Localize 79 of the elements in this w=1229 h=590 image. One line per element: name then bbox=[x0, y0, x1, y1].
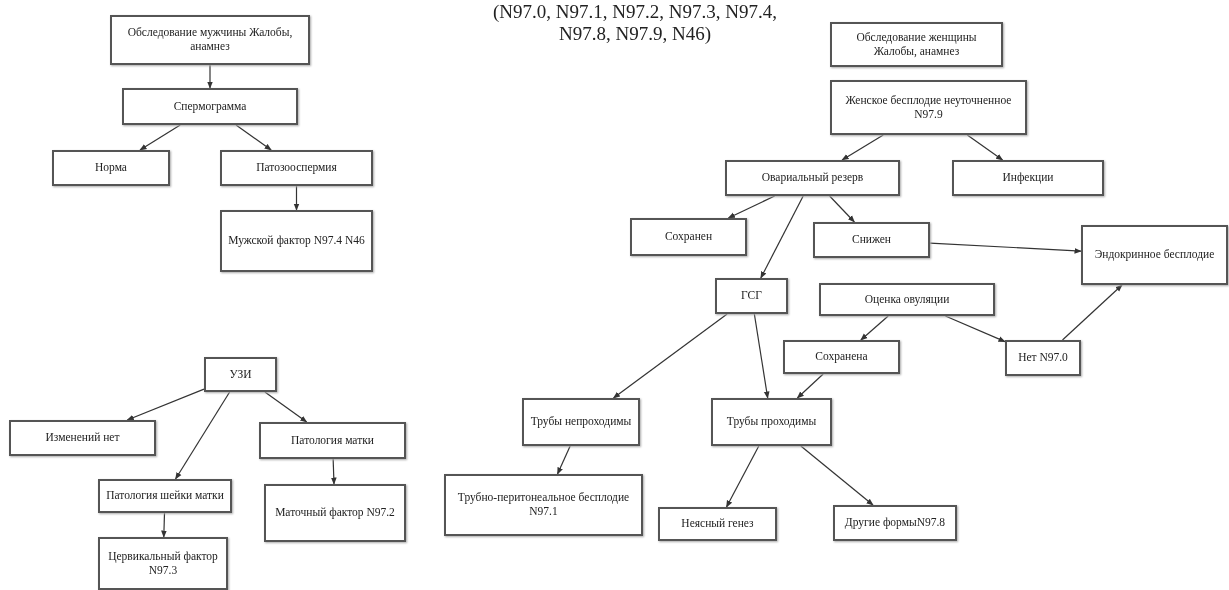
process-box bbox=[819, 283, 995, 316]
node-text: Маточный фактор N97.2 bbox=[275, 506, 395, 520]
node-text: Патология матки bbox=[291, 433, 374, 448]
arrow bbox=[612, 313, 728, 399]
node-text: ГСГ bbox=[741, 289, 762, 303]
process-box bbox=[204, 357, 277, 392]
process-box bbox=[830, 22, 1003, 67]
process-box bbox=[98, 479, 232, 513]
node-text: Цервикальный фактор N97.3 bbox=[107, 549, 219, 578]
process-box bbox=[522, 398, 640, 446]
node-text: УЗИ bbox=[229, 367, 252, 382]
node-text: Трубно-перитонеальное бесплодие N97.1 bbox=[456, 491, 631, 519]
arrow bbox=[796, 373, 824, 399]
process-box bbox=[1081, 225, 1228, 285]
process-box bbox=[813, 222, 930, 258]
node-text: Овариальный резерв bbox=[761, 171, 864, 185]
node-text: Трубы проходимы bbox=[726, 415, 817, 429]
arrow bbox=[235, 124, 272, 151]
node-text: Неясный генез bbox=[681, 517, 754, 531]
node-text: Снижен bbox=[851, 233, 891, 247]
process-box bbox=[725, 160, 900, 196]
process-box bbox=[264, 484, 406, 542]
arrow bbox=[929, 242, 1082, 254]
process-box bbox=[110, 15, 310, 65]
process-box bbox=[52, 150, 170, 186]
node-text: Обследование женщины Жалобы, анамнез bbox=[855, 30, 978, 59]
arrow bbox=[174, 391, 231, 480]
node-text: Патозооспермия bbox=[256, 161, 337, 175]
process-box bbox=[220, 210, 373, 272]
process-box bbox=[833, 505, 957, 541]
arrow bbox=[293, 185, 300, 211]
arrow bbox=[727, 195, 776, 219]
node-text: Эндокринное бесплодие bbox=[1094, 248, 1215, 262]
arrow bbox=[944, 315, 1006, 343]
arrow bbox=[264, 391, 308, 423]
node-text: Обследование мужчины Жалобы, анамнез bbox=[126, 26, 294, 54]
process-box bbox=[711, 398, 832, 446]
arrow bbox=[800, 445, 874, 506]
note-text: (N97.0, N97.1, N97.2, N97.3, N97.4, N97.8, N97.9, N46) bbox=[492, 1, 778, 45]
process-box bbox=[1005, 340, 1081, 376]
process-box bbox=[952, 160, 1104, 196]
arrow bbox=[330, 458, 337, 485]
process-box bbox=[630, 218, 747, 256]
node-text: Нет N97.0 bbox=[1018, 351, 1068, 365]
node-text: Трубы непроходимы bbox=[530, 415, 632, 429]
node-text: Сохранен bbox=[664, 230, 713, 244]
node-text: Инфекции bbox=[1002, 171, 1054, 185]
arrow bbox=[1061, 284, 1123, 341]
process-box bbox=[830, 80, 1027, 135]
arrow bbox=[126, 388, 205, 421]
node-text: Сохранена bbox=[815, 350, 868, 364]
arrow bbox=[207, 64, 213, 89]
arrow bbox=[760, 195, 804, 279]
node-text: Женское бесплодие неуточненное N97.9 bbox=[844, 93, 1013, 122]
node-text: Норма bbox=[95, 161, 127, 175]
node-text: Оценка овуляции bbox=[864, 292, 950, 307]
process-box bbox=[98, 537, 228, 590]
process-box bbox=[259, 422, 406, 459]
arrow bbox=[161, 512, 167, 538]
arrow bbox=[139, 124, 181, 151]
process-box bbox=[220, 150, 373, 186]
arrow bbox=[966, 134, 1004, 161]
arrow bbox=[725, 445, 760, 508]
process-box bbox=[783, 340, 900, 374]
arrow bbox=[556, 445, 571, 475]
arrow bbox=[860, 315, 889, 341]
process-box bbox=[444, 474, 643, 536]
node-text: Другие формыN97.8 bbox=[844, 516, 946, 530]
process-box bbox=[9, 420, 156, 456]
process-box bbox=[122, 88, 298, 125]
arrow bbox=[753, 313, 770, 399]
node-text: Мужской фактор N97.4 N46 bbox=[228, 234, 365, 248]
arrow bbox=[829, 195, 855, 223]
node-text: Патология шейки матки bbox=[106, 489, 224, 503]
arrow bbox=[841, 134, 884, 161]
node-text: Спермограмма bbox=[173, 99, 247, 114]
process-box bbox=[715, 278, 788, 314]
node-text: Изменений нет bbox=[45, 431, 120, 445]
process-box bbox=[658, 507, 777, 541]
